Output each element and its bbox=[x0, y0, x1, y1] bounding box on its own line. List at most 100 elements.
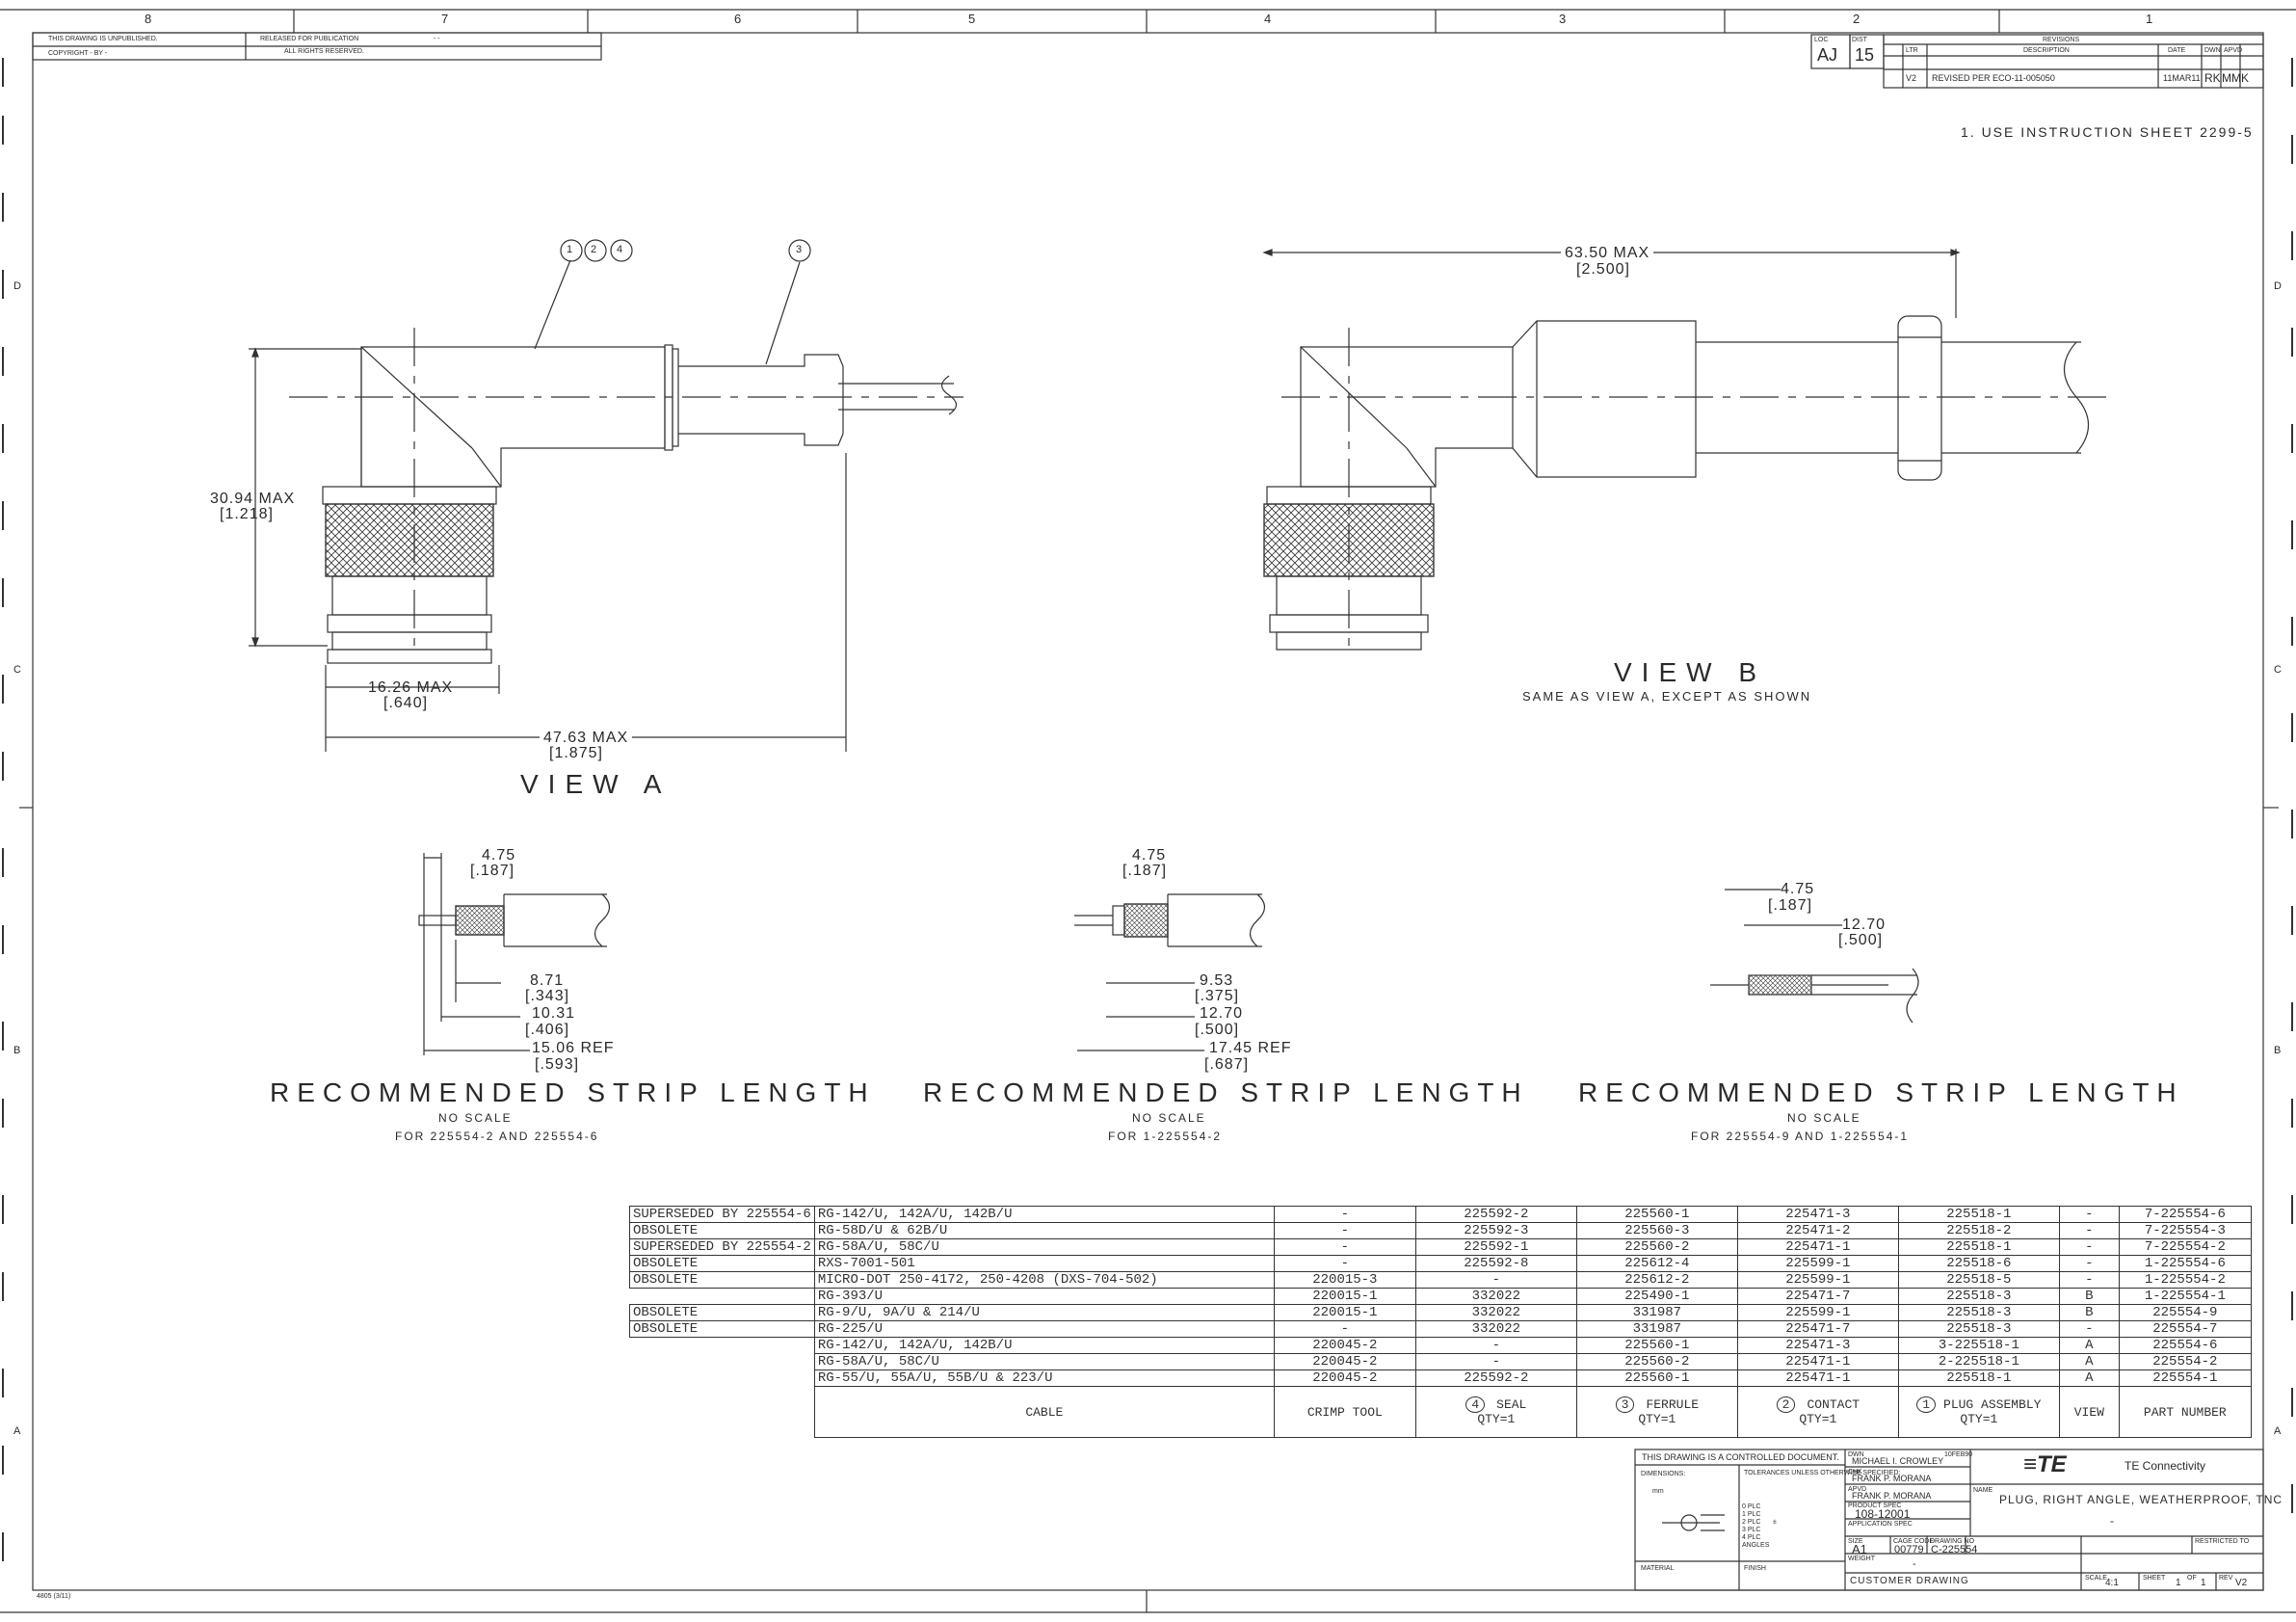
size-value: A1 bbox=[1852, 1542, 1867, 1556]
cell-contact: 225471-1 bbox=[1736, 1353, 1899, 1370]
zone-label-3: 3 bbox=[1559, 12, 1567, 26]
header-spacer bbox=[630, 1387, 815, 1438]
plug-header: PLUG ASSEMBLY bbox=[1943, 1397, 2042, 1412]
approved-label: APVD bbox=[1848, 1486, 1867, 1493]
view-a-width-dim: 16.26 MAX bbox=[368, 679, 454, 696]
cell-plug: 225518-1 bbox=[1897, 1238, 2060, 1256]
cell-part: 7-225554-3 bbox=[2118, 1222, 2252, 1239]
form-code: 4805 (3/11) bbox=[37, 1593, 71, 1600]
cell-plug: 225518-5 bbox=[1897, 1271, 2060, 1289]
cell-part: 225554-9 bbox=[2118, 1304, 2252, 1321]
cell-part: 7-225554-6 bbox=[2118, 1206, 2252, 1223]
zone-label-2: 2 bbox=[1853, 12, 1861, 26]
strip3-dim1-in: [.187] bbox=[1768, 897, 1813, 914]
row-status: OBSOLETE bbox=[629, 1320, 815, 1338]
rev-value: V2 bbox=[2235, 1578, 2248, 1588]
strip1-dim4-in: [.593] bbox=[535, 1056, 580, 1073]
rev-label: REV bbox=[2219, 1575, 2233, 1582]
tol-2-plc: 2 PLC bbox=[1742, 1519, 1761, 1526]
cell-plug: 3-225518-1 bbox=[1897, 1337, 2060, 1354]
cell-part: 7-225554-2 bbox=[2118, 1238, 2252, 1256]
view-b-length-dim: 63.50 MAX bbox=[1561, 246, 1654, 261]
cell-ferrule: 225612-2 bbox=[1575, 1271, 1738, 1289]
strip2-dim3-in: [.500] bbox=[1195, 1022, 1240, 1038]
loc-value: AJ bbox=[1817, 45, 1838, 65]
row-status: OBSOLETE bbox=[629, 1255, 815, 1272]
crimp-header: CRIMP TOOL bbox=[1306, 1404, 1383, 1420]
loc-label: LOC bbox=[1814, 37, 1829, 43]
cell-plug: 225518-2 bbox=[1897, 1222, 2060, 1239]
rev-col-date: DATE bbox=[2168, 47, 2186, 54]
row-status bbox=[630, 1338, 815, 1354]
strip2-dim2-in: [.375] bbox=[1195, 988, 1240, 1004]
ferrule-header: FERRULE bbox=[1646, 1397, 1700, 1412]
balloon-3-label: 3 bbox=[796, 244, 803, 255]
strip1-dim3-in: [.406] bbox=[525, 1022, 570, 1038]
revisions-title: REVISIONS bbox=[2043, 37, 2080, 43]
cell-crimp: - bbox=[1273, 1222, 1416, 1239]
cell-crimp: - bbox=[1273, 1320, 1416, 1338]
cell-plug: 225518-3 bbox=[1897, 1320, 2060, 1338]
cell-plug: 225518-1 bbox=[1897, 1206, 2060, 1223]
cell-view: B bbox=[2058, 1304, 2120, 1321]
cell-seal: - bbox=[1414, 1337, 1577, 1354]
drawn-date: 10FEB90 bbox=[1944, 1451, 1973, 1458]
general-note: 1. USE INSTRUCTION SHEET 2299-5 bbox=[1961, 124, 2254, 140]
rev-row-date: 11MAR11 bbox=[2163, 73, 2201, 83]
part-name: PLUG, RIGHT ANGLE, WEATHERPROOF, TNC bbox=[1999, 1493, 2283, 1506]
revisions-block bbox=[1810, 34, 2264, 89]
cell-cable: RG-225/U bbox=[813, 1320, 1275, 1338]
zone-label-a-right: A bbox=[2274, 1425, 2282, 1437]
strip2-dim1: 4.75 bbox=[1132, 847, 1167, 864]
company-name: TE Connectivity bbox=[2124, 1459, 2206, 1473]
weight-value: - bbox=[1913, 1558, 1916, 1570]
cell-ferrule: 331987 bbox=[1575, 1320, 1738, 1338]
rev-row-apvd: MMK bbox=[2222, 71, 2249, 85]
view-a-title: VIEW A bbox=[520, 769, 672, 799]
view-b-length-dim-in: [2.500] bbox=[1576, 261, 1630, 278]
strip2-dim2: 9.53 bbox=[1200, 972, 1234, 989]
sheet-value: 1 bbox=[2176, 1578, 2181, 1588]
scale-value: 4:1 bbox=[2105, 1578, 2119, 1588]
strip2-for: FOR 1-225554-2 bbox=[1108, 1130, 1223, 1143]
zone-label-a-left: A bbox=[13, 1425, 21, 1437]
cell-ferrule: 225560-1 bbox=[1575, 1369, 1738, 1387]
cell-ferrule: 225490-1 bbox=[1575, 1288, 1738, 1305]
cell-ferrule: 225560-1 bbox=[1575, 1337, 1738, 1354]
cell-contact: 225471-3 bbox=[1736, 1337, 1899, 1354]
cell-cable: RG-58A/U, 58C/U bbox=[813, 1238, 1275, 1256]
cell-contact: 225599-1 bbox=[1736, 1255, 1899, 1272]
cell-contact: 225471-1 bbox=[1736, 1369, 1899, 1387]
cell-seal: 225592-2 bbox=[1414, 1206, 1577, 1223]
release-notice: RELEASED FOR PUBLICATION bbox=[260, 36, 359, 42]
ferrule-qty: QTY=1 bbox=[1638, 1412, 1676, 1426]
cell-crimp: - bbox=[1273, 1206, 1416, 1223]
cell-crimp: 220015-1 bbox=[1273, 1288, 1416, 1305]
zone-label-c-right: C bbox=[2274, 664, 2282, 676]
rev-col-apvd: APVD bbox=[2224, 47, 2243, 54]
strip3-dim2-in: [.500] bbox=[1838, 932, 1884, 948]
application-spec-label: APPLICATION SPEC bbox=[1848, 1521, 1913, 1528]
cell-seal: 225592-3 bbox=[1414, 1222, 1577, 1239]
tol-angles: ANGLES bbox=[1742, 1542, 1770, 1549]
cell-ferrule: 225560-2 bbox=[1575, 1353, 1738, 1370]
cell-contact: 225471-3 bbox=[1736, 1206, 1899, 1223]
checked-by: FRANK P. MORANA bbox=[1852, 1474, 1932, 1483]
strip2-dim4-in: [.687] bbox=[1204, 1056, 1250, 1073]
plug-balloon: 1 bbox=[1916, 1396, 1937, 1413]
cell-cable: MICRO-DOT 250-4172, 250-4208 (DXS-704-50… bbox=[813, 1271, 1275, 1289]
cell-cable: RG-142/U, 142A/U, 142B/U bbox=[813, 1206, 1275, 1223]
view-b-subtitle: SAME AS VIEW A, EXCEPT AS SHOWN bbox=[1522, 689, 1812, 704]
strip2-title: RECOMMENDED STRIP LENGTH bbox=[923, 1077, 1529, 1107]
cell-part: 1-225554-1 bbox=[2118, 1288, 2252, 1305]
cell-crimp: - bbox=[1273, 1238, 1416, 1256]
